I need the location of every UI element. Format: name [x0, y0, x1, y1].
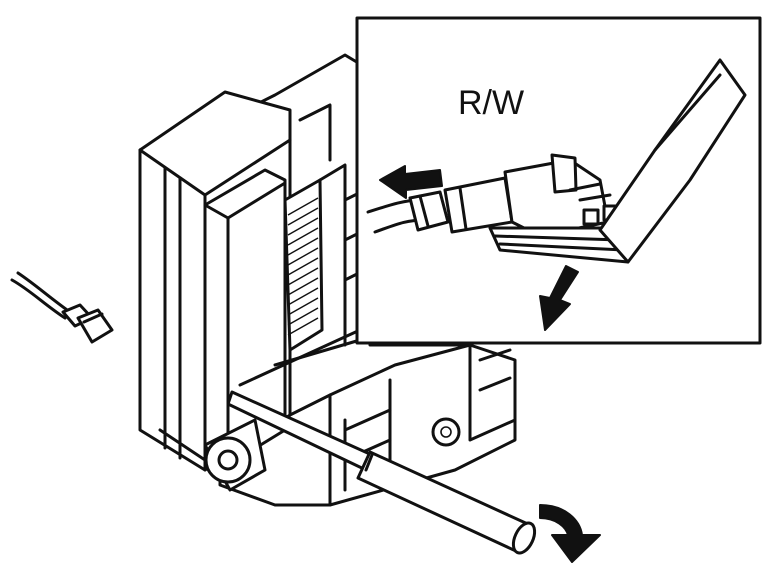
press-arrow — [539, 265, 579, 331]
rw-label: R/W — [458, 84, 524, 122]
relay-box — [138, 53, 517, 507]
rotate-arrow — [539, 504, 601, 563]
pull-arrow — [379, 165, 443, 199]
detail-inset: R/W — [238, 16, 762, 387]
wire-connector — [366, 153, 630, 264]
screwdriver — [226, 390, 537, 555]
side-connector — [10, 271, 114, 344]
